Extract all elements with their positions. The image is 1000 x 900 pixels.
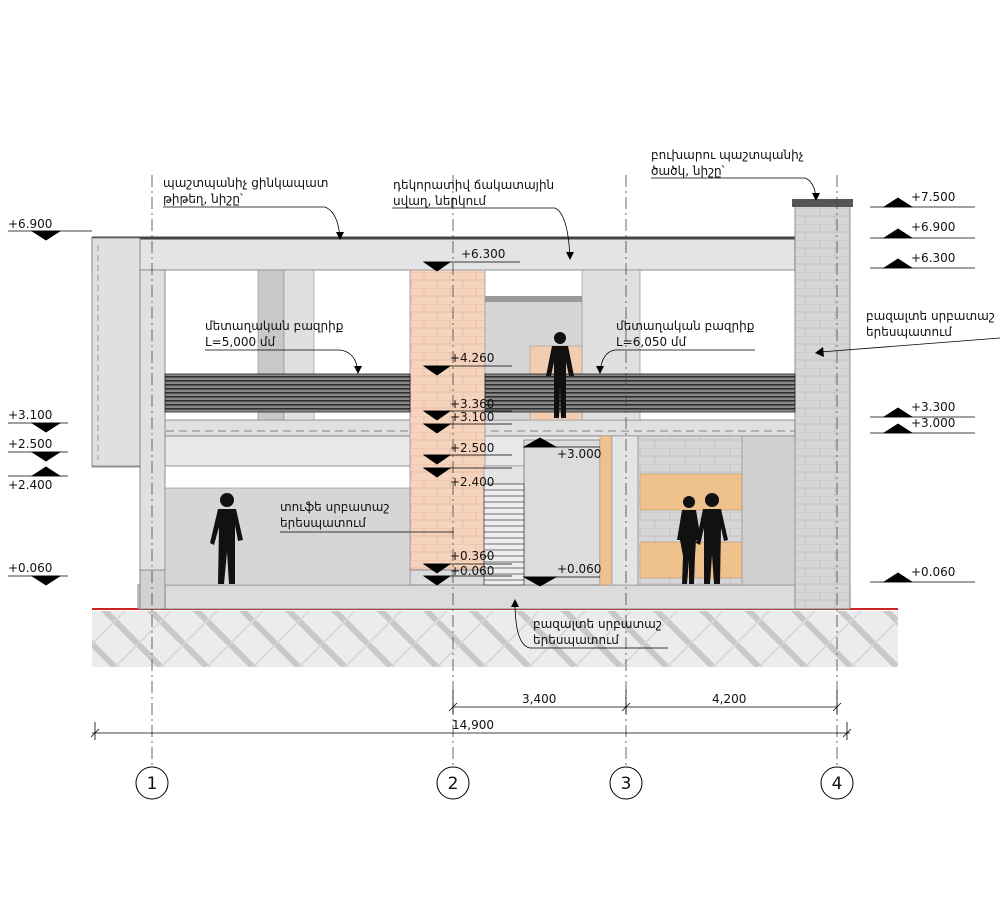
stair-core	[523, 439, 601, 586]
dimension-values: 3,400 4,200 14,900	[452, 692, 746, 732]
level-mid-3360: +3.360	[450, 397, 494, 411]
person-left	[210, 493, 243, 584]
dim-2-3: 3,400	[522, 692, 556, 706]
note-railing1-1: մետաղական բազրիք	[205, 319, 343, 333]
note-wall-2: սվաղ, ներկում	[393, 194, 486, 208]
level-mid-4260: +4.260	[450, 351, 494, 365]
axis-bubble-4: 4	[820, 766, 854, 800]
level-right-6300: +6.300	[911, 251, 955, 265]
level-right-6900: +6.900	[911, 220, 955, 234]
level-left-2400: +2.400	[8, 478, 52, 492]
level-stair-3000: +3.000	[557, 447, 601, 461]
dimension-lines	[90, 690, 852, 740]
level-mid-2400: +2.400	[450, 475, 494, 489]
level-mid-0360: +0.360	[450, 549, 494, 563]
chimney-cap	[792, 199, 853, 207]
plinth	[137, 584, 851, 610]
axis-bubble-3: 3	[609, 766, 643, 800]
note-wall-1: դեկորատիվ ճակատային	[393, 178, 554, 192]
dim-3-4: 4,200	[712, 692, 746, 706]
level-left-6900: +6.900	[8, 217, 52, 231]
left-cantilever	[91, 237, 141, 468]
level-labels: +6.900 +3.100 +2.500 +2.400 +0.060 +6.30…	[8, 190, 955, 579]
level-left-3100: +3.100	[8, 408, 52, 422]
level-stair-0060: +0.060	[557, 562, 601, 576]
person-upper	[546, 332, 574, 418]
axis-label-3: 3	[621, 774, 632, 794]
dim-total: 14,900	[452, 718, 494, 732]
note-tuff-2: երեսպատում	[280, 516, 366, 530]
level-right-3300: +3.300	[911, 400, 955, 414]
note-block-right-2: երեսպատում	[866, 325, 952, 339]
railing-right	[484, 373, 796, 413]
ground-wall-left	[164, 487, 411, 586]
axis-lines	[151, 175, 838, 765]
note-railing2-2: L=6,050 մմ	[616, 335, 687, 349]
axis-bubble-2: 2	[436, 766, 470, 800]
level-right-3000: +3.000	[911, 416, 955, 430]
note-block-right-1: բազալտե սրբատաշ	[866, 309, 995, 323]
note-parapet-1: պաշտպանիչ ցինկապատ	[163, 176, 328, 190]
people	[210, 332, 728, 584]
note-railing1-2: L=5,000 մմ	[205, 335, 276, 349]
ground	[92, 608, 898, 667]
railing-left	[164, 373, 411, 413]
note-block-bottom-1: բազալտե սրբատաշ	[533, 617, 662, 631]
column-axis-1	[139, 269, 166, 610]
note-parapet-2: թիթեղ, նիշը՝	[163, 192, 243, 206]
soil-hatch	[92, 611, 898, 667]
note-railing2-1: մետաղական բազրիք	[616, 319, 754, 333]
note-chimney-2: ծածկ, նիշը՝	[651, 164, 725, 178]
level-left-0060: +0.060	[8, 561, 52, 575]
level-left-2500: +2.500	[8, 437, 52, 451]
level-mid-2500: +2.500	[450, 441, 494, 455]
notes: պաշտպանիչ ցինկապատ թիթեղ, նիշը՝ դեկորատի…	[163, 148, 995, 647]
axis-bubble-1: 1	[135, 766, 169, 800]
axis-label-2: 2	[448, 774, 459, 794]
level-right-0060: +0.060	[911, 565, 955, 579]
note-block-bottom-2: երեսպատում	[533, 633, 619, 647]
axis-label-4: 4	[832, 774, 843, 794]
axis-label-1: 1	[147, 774, 158, 794]
person-right-1	[677, 496, 701, 584]
staircase	[483, 483, 525, 586]
level-mid-3100: +3.100	[450, 410, 494, 424]
tuff-pillar	[409, 269, 486, 571]
note-tuff-1: տուֆե սրբատաշ	[280, 500, 389, 514]
axis-bubbles: 1 2 3 4	[135, 766, 854, 800]
right-tower	[794, 205, 851, 610]
person-right-2	[696, 493, 728, 584]
level-mid-6300: +6.300	[461, 247, 505, 261]
level-markers	[8, 197, 975, 587]
note-chimney-1: բուխարու պաշտպանիչ	[651, 148, 804, 162]
level-right-7500: +7.500	[911, 190, 955, 204]
level-mid-0060: +0.060	[450, 564, 494, 578]
leader-arrows	[336, 193, 824, 607]
